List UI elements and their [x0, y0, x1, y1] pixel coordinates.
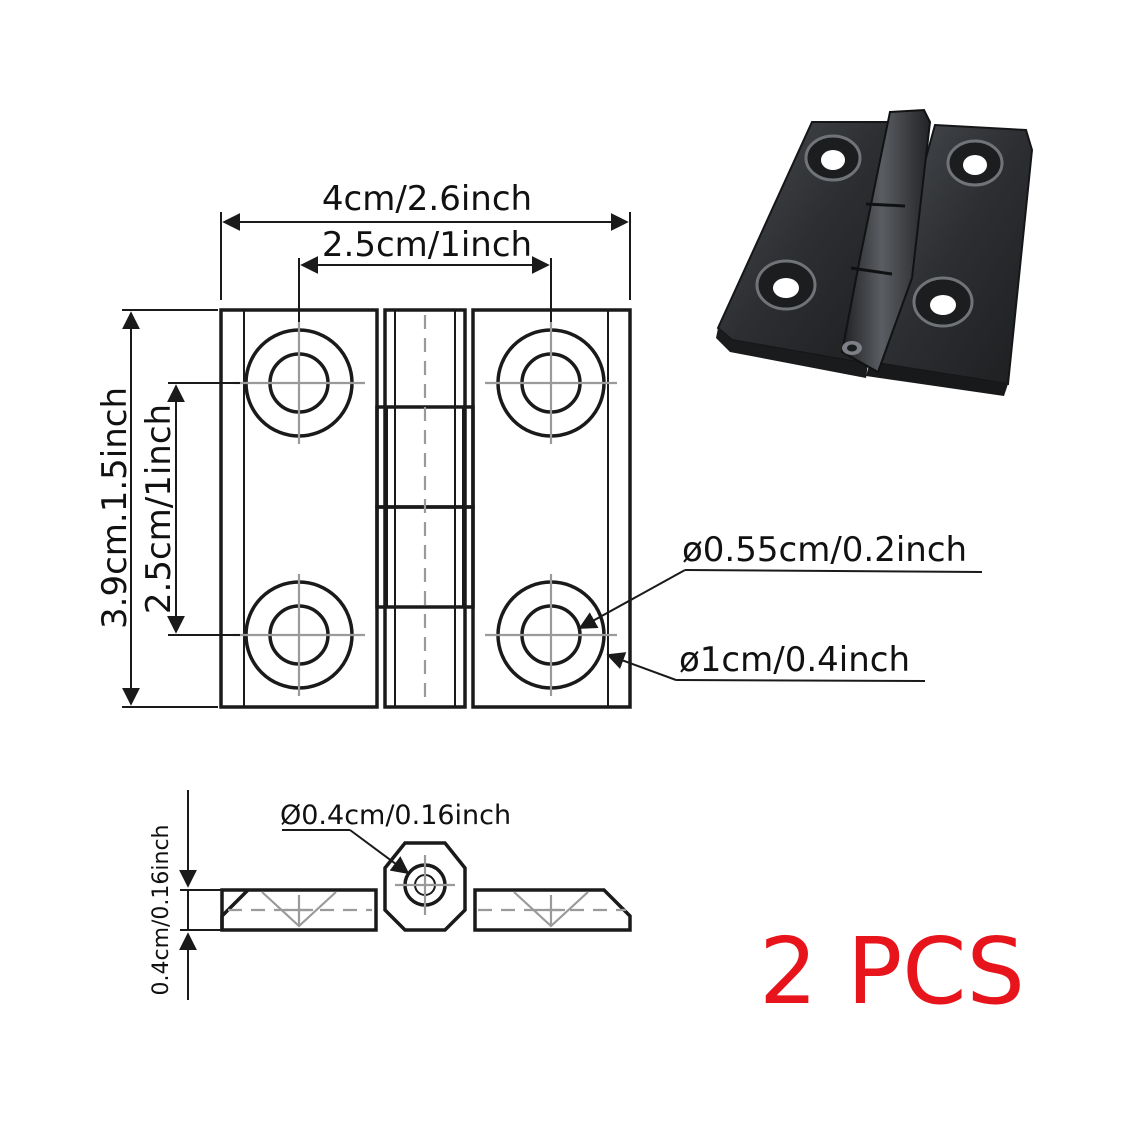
overall-height-label: 3.9cm.1.5inch: [95, 387, 135, 629]
inner-hole-diameter-label: ø0.55cm/0.2inch: [682, 530, 967, 570]
hole-spacing-vertical-label: 2.5cm/1inch: [139, 404, 179, 614]
countersink-right: [513, 891, 589, 928]
hole-bottom-left: [233, 574, 365, 696]
pin-diameter-label: Ø0.4cm/0.16inch: [280, 800, 511, 831]
hole-top-right: [485, 322, 617, 444]
dimension-thickness: 0.4cm/0.16inch: [149, 790, 376, 1000]
quantity-label: 2 PCS: [759, 918, 1025, 1025]
dimension-overall-width: 4cm/2.6inch: [220, 179, 631, 300]
countersink-left: [261, 891, 337, 928]
dimension-hole-spacing-vertical: 2.5cm/1inch: [139, 382, 240, 636]
callout-inner-hole: ø0.55cm/0.2inch: [578, 530, 983, 629]
outer-hole-diameter-label: ø1cm/0.4inch: [679, 640, 910, 680]
overall-width-label: 4cm/2.6inch: [322, 179, 532, 219]
side-view: [220, 841, 632, 932]
front-view: [219, 308, 632, 709]
hole-spacing-horizontal-label: 2.5cm/1inch: [322, 225, 532, 265]
thickness-label: 0.4cm/0.16inch: [149, 824, 174, 995]
hole-bottom-right: [485, 574, 617, 696]
dimension-hole-spacing-horizontal: 2.5cm/1inch: [298, 225, 552, 322]
hole-top-left: [233, 322, 365, 444]
black-door-hinge-photo: [716, 108, 1034, 396]
callout-pin-diameter: Ø0.4cm/0.16inch: [280, 800, 511, 875]
callout-outer-hole: ø1cm/0.4inch: [606, 640, 926, 682]
dimension-overall-height: 3.9cm.1.5inch: [95, 309, 218, 708]
